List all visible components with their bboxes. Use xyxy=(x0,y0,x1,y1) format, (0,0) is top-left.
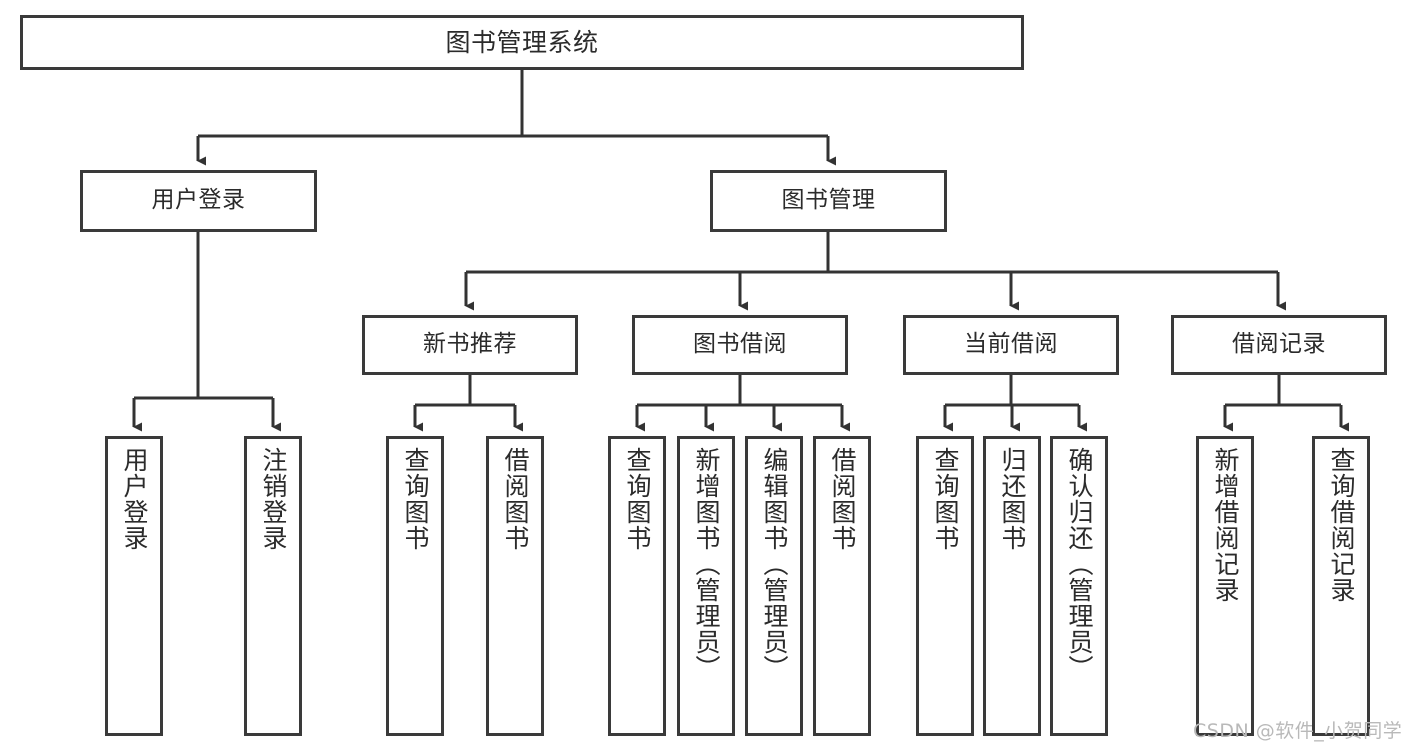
node-label: 借阅记录 xyxy=(1232,331,1326,358)
node-leaf-borrow-book-2[interactable]: 借阅图书 xyxy=(813,436,871,736)
node-label: 确认归还（管理员） xyxy=(1065,447,1094,681)
node-book-manage[interactable]: 图书管理 xyxy=(710,170,947,232)
node-leaf-query-book-3[interactable]: 查询图书 xyxy=(916,436,974,736)
node-label: 用户登录 xyxy=(151,187,246,214)
node-label: 注销登录 xyxy=(259,447,288,551)
node-label: 查询图书 xyxy=(401,447,430,551)
node-label: 用户登录 xyxy=(120,447,149,551)
node-label: 新增图书（管理员） xyxy=(692,447,721,681)
connector-lines xyxy=(132,70,1349,432)
node-leaf-add-record[interactable]: 新增借阅记录 xyxy=(1196,436,1254,736)
node-leaf-user-login[interactable]: 用户登录 xyxy=(105,436,163,736)
node-label: 新书推荐 xyxy=(423,331,517,358)
node-label: 借阅图书 xyxy=(828,447,857,551)
node-borrow-record[interactable]: 借阅记录 xyxy=(1171,315,1387,375)
node-leaf-logout[interactable]: 注销登录 xyxy=(244,436,302,736)
node-root[interactable]: 图书管理系统 xyxy=(20,15,1024,70)
node-leaf-edit-book[interactable]: 编辑图书（管理员） xyxy=(745,436,803,736)
node-leaf-query-book-2[interactable]: 查询图书 xyxy=(608,436,666,736)
node-label: 图书管理系统 xyxy=(445,27,599,57)
node-leaf-query-record[interactable]: 查询借阅记录 xyxy=(1312,436,1370,736)
node-leaf-return-book[interactable]: 归还图书 xyxy=(983,436,1041,736)
node-label: 编辑图书（管理员） xyxy=(760,447,789,681)
node-label: 图书借阅 xyxy=(693,331,787,358)
node-label: 查询借阅记录 xyxy=(1327,447,1356,603)
node-leaf-query-book-1[interactable]: 查询图书 xyxy=(386,436,444,736)
node-leaf-add-book[interactable]: 新增图书（管理员） xyxy=(677,436,735,736)
node-label: 查询图书 xyxy=(931,447,960,551)
node-leaf-borrow-book-1[interactable]: 借阅图书 xyxy=(486,436,544,736)
node-label: 查询图书 xyxy=(623,447,652,551)
node-user-login[interactable]: 用户登录 xyxy=(80,170,317,232)
node-current-borrow[interactable]: 当前借阅 xyxy=(903,315,1119,375)
node-label: 新增借阅记录 xyxy=(1211,447,1240,603)
node-leaf-confirm-return[interactable]: 确认归还（管理员） xyxy=(1050,436,1108,736)
node-new-book-recommend[interactable]: 新书推荐 xyxy=(362,315,578,375)
node-label: 借阅图书 xyxy=(501,447,530,551)
node-book-borrow[interactable]: 图书借阅 xyxy=(632,315,848,375)
node-label: 归还图书 xyxy=(998,447,1027,551)
node-label: 当前借阅 xyxy=(964,331,1058,358)
node-label: 图书管理 xyxy=(781,187,876,214)
